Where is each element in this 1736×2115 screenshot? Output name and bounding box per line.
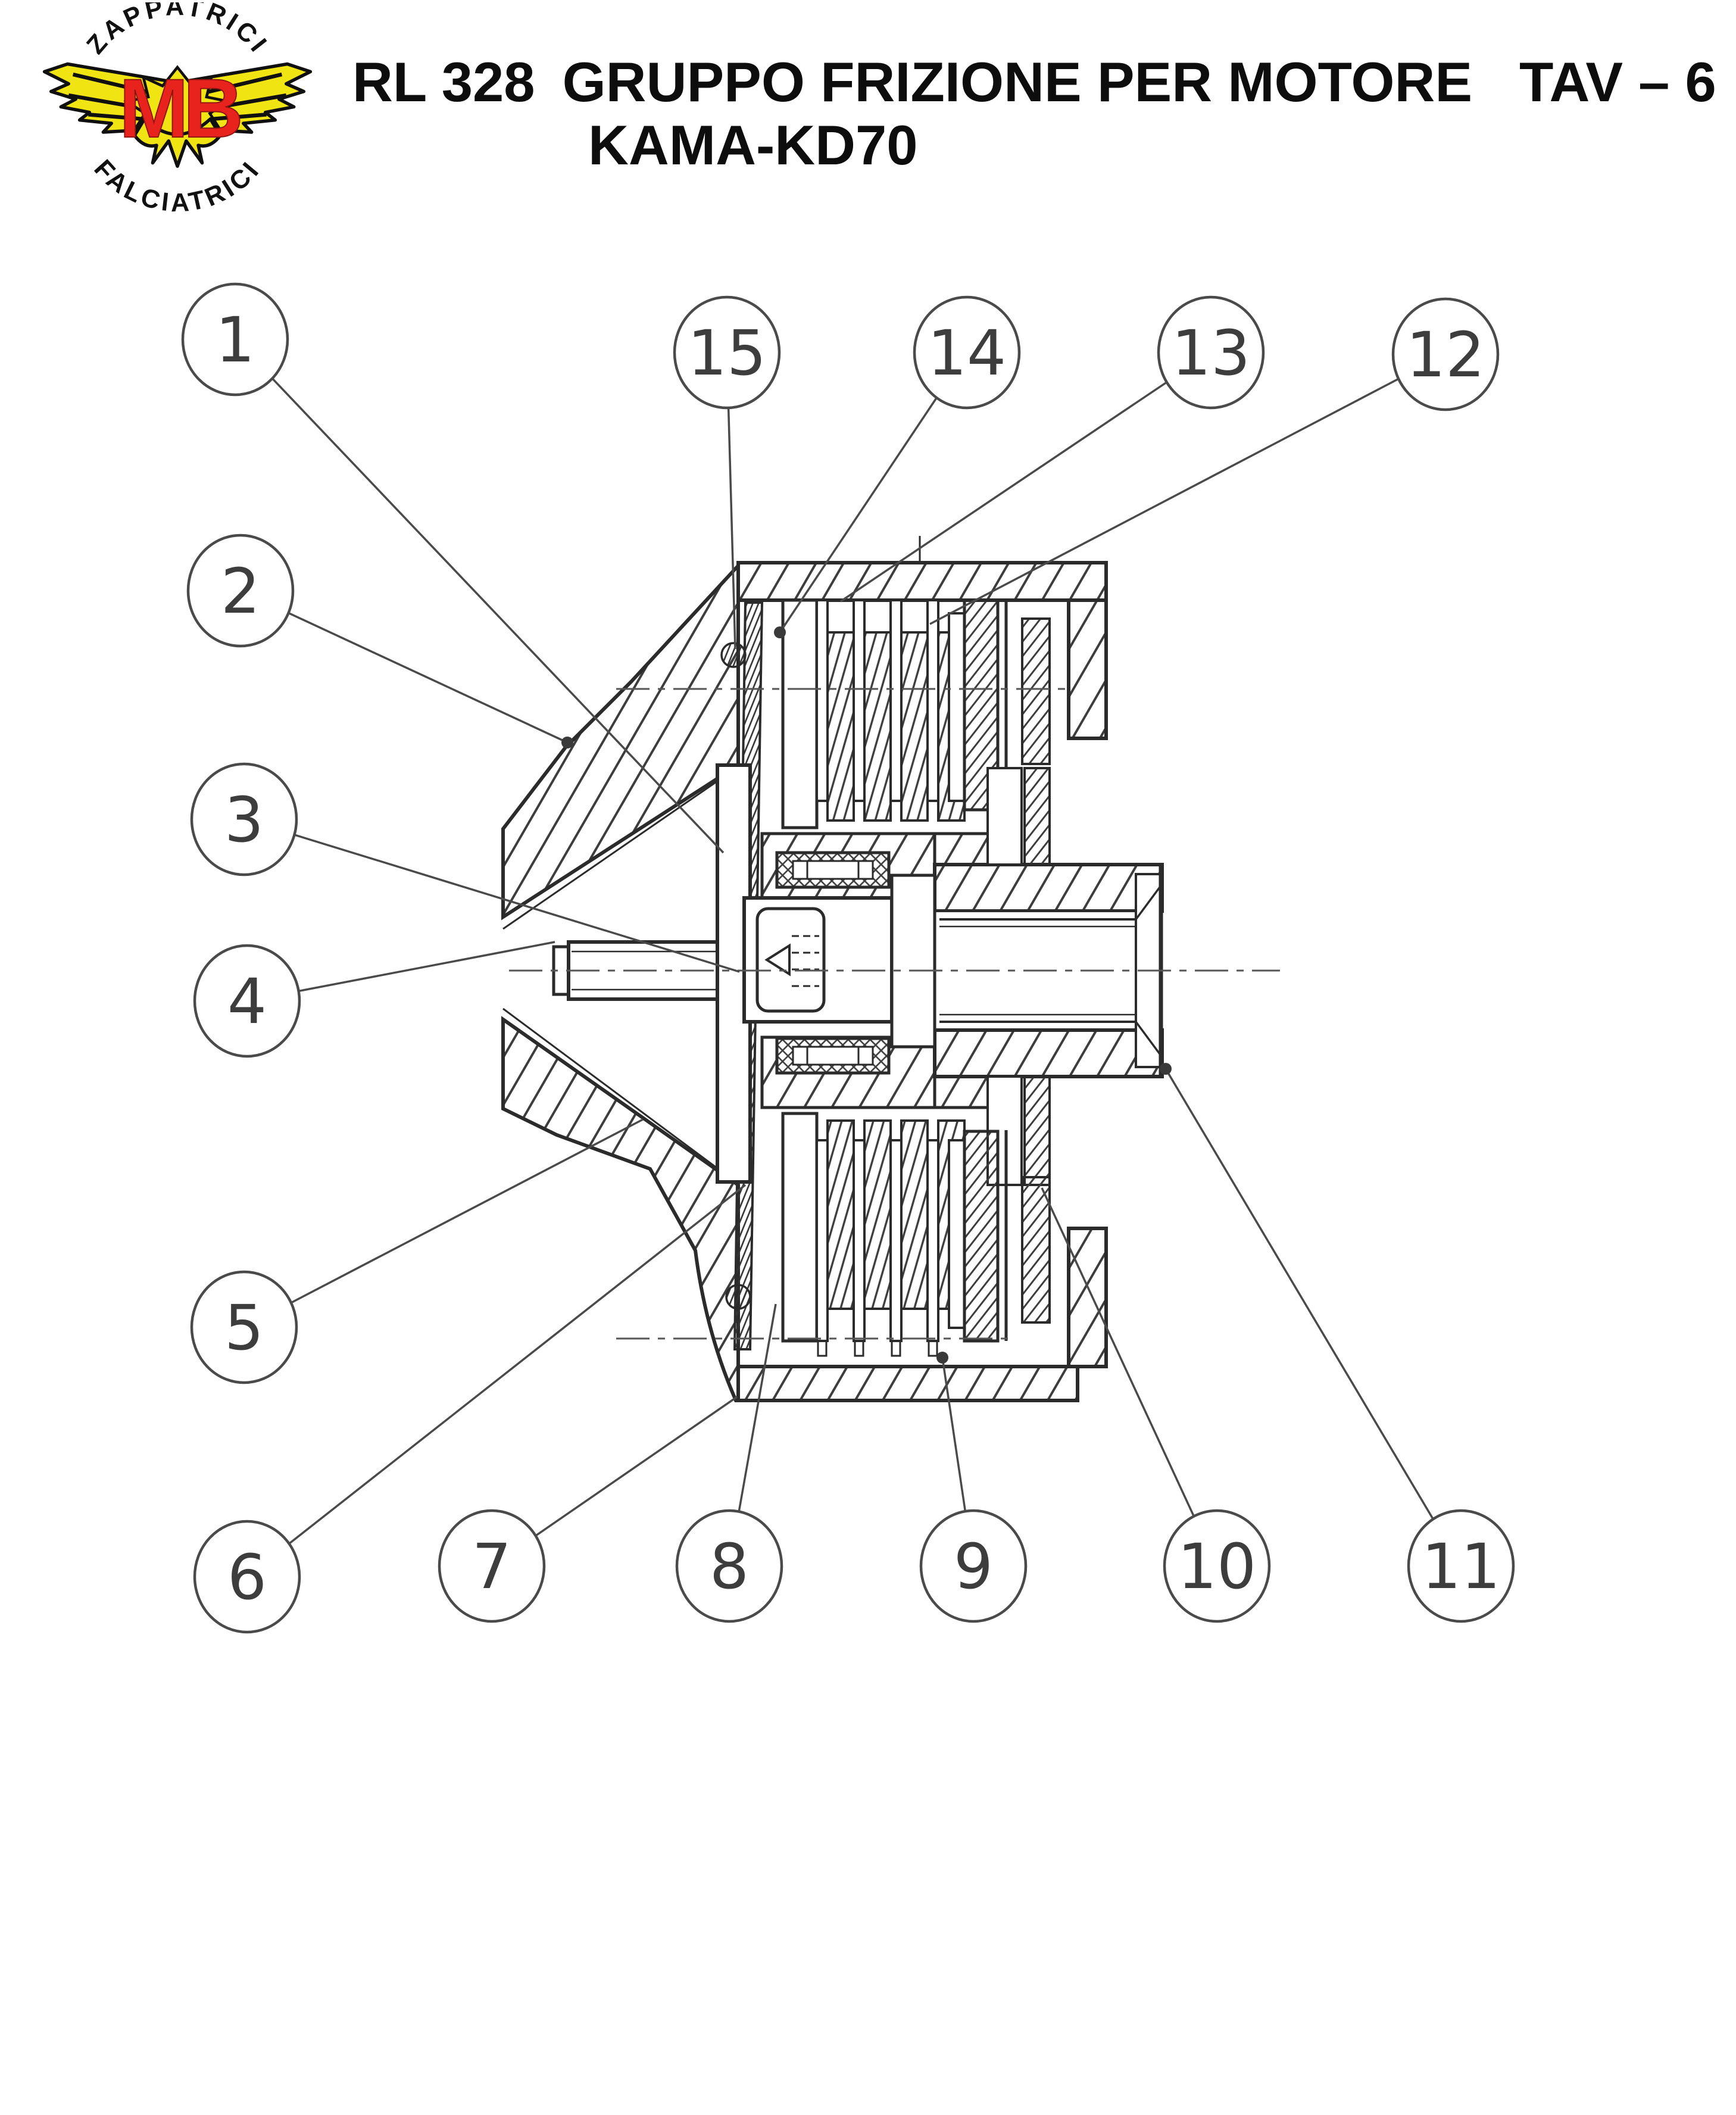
page-header: MB ZAPPATRICI FALCIATRICI RL 328 GRUPPO F… [0, 0, 1736, 250]
leader-dot [1160, 1063, 1172, 1075]
callout-2: 2 [186, 534, 573, 748]
callout-3: 3 [190, 762, 740, 973]
leader-line [1164, 1068, 1434, 1520]
centerlines [509, 688, 1280, 1340]
callout-circle [675, 1509, 783, 1623]
callout-9: 9 [919, 1352, 1028, 1623]
leader-dot [936, 1352, 948, 1364]
brand-logo-icon: MB ZAPPATRICI FALCIATRICI [35, 2, 320, 217]
callout-circle [190, 762, 298, 876]
plate-number: TAV – 6 [1519, 51, 1716, 113]
leader-line [779, 397, 938, 633]
callout-14: 14 [774, 295, 1021, 638]
leader-line [271, 378, 725, 854]
callout-number: 2 [221, 555, 260, 628]
page-subtitle: KAMA-KD70 [588, 114, 918, 176]
callout-circle [1163, 1509, 1271, 1623]
callout-number: 11 [1422, 1530, 1500, 1603]
callout-circle [1391, 297, 1500, 411]
callout-10: 10 [1041, 1187, 1271, 1623]
leader-line [1041, 1187, 1195, 1517]
callout-11: 11 [1160, 1063, 1515, 1623]
callout-circle [1407, 1509, 1515, 1623]
needle-bearing-bottom [775, 1037, 891, 1075]
callout-number: 10 [1178, 1530, 1256, 1603]
leader-line [288, 612, 568, 744]
logo-claw-icon [133, 117, 222, 168]
callout-number: 13 [1172, 317, 1250, 389]
callout-circle [913, 295, 1021, 410]
callout-circle [193, 1520, 301, 1634]
callout-circle [438, 1509, 546, 1623]
callout-circle [673, 295, 781, 410]
callout-number: 8 [710, 1530, 749, 1603]
callout-6: 6 [193, 1184, 747, 1634]
output-shaft [933, 767, 1164, 1186]
leader-line [294, 834, 740, 973]
callout-number: 6 [227, 1541, 267, 1614]
leader-line [840, 381, 1167, 603]
callout-circle [919, 1509, 1028, 1623]
callout-8: 8 [675, 1303, 783, 1623]
callout-1: 1 [181, 282, 725, 854]
callout-number: 4 [227, 965, 267, 1038]
hub-and-bolt [742, 851, 936, 1075]
callout-circle [186, 534, 295, 648]
callout-7: 7 [438, 1396, 738, 1623]
callout-number: 15 [688, 317, 766, 389]
needle-bearing-top [775, 851, 891, 889]
callout-number: 14 [928, 317, 1006, 389]
callout-4: 4 [193, 941, 555, 1058]
clutch-pack-bottom [736, 1112, 1108, 1402]
callout-number: 12 [1406, 319, 1485, 391]
leader-dot [774, 626, 786, 638]
leader-line [298, 941, 555, 993]
leader-line [535, 1396, 738, 1537]
title-line-1: RL 328 GRUPPO FRIZIONE PER MOTORE [352, 50, 1472, 114]
callout-15: 15 [673, 295, 781, 650]
leader-line [727, 407, 736, 650]
cover-band-top [736, 536, 1108, 602]
callout-13: 13 [840, 295, 1265, 603]
logo-monogram: MB [119, 61, 240, 155]
callout-5: 5 [190, 1118, 644, 1384]
callout-circle [181, 282, 289, 397]
leader-line [738, 1303, 777, 1512]
callout-12: 12 [929, 297, 1500, 625]
leader-line [288, 1184, 747, 1545]
callout-number: 5 [224, 1292, 264, 1364]
clutch-pack-top [781, 598, 1108, 829]
callout-number: 1 [216, 304, 255, 376]
leader-line [941, 1357, 967, 1512]
leader-line [929, 378, 1399, 625]
callout-number: 3 [224, 784, 264, 856]
callout-circle [1157, 295, 1265, 410]
leader-dot [561, 737, 573, 748]
clutch-section [501, 536, 1280, 1402]
callout-number: 7 [472, 1530, 511, 1603]
flywheel-housing [501, 561, 750, 1402]
model-code: RL 328 [352, 51, 535, 113]
callout-number: 9 [954, 1530, 993, 1603]
page-title: GRUPPO FRIZIONE PER MOTORE [562, 51, 1473, 113]
callout-circle [190, 1270, 298, 1384]
callout-circle [193, 944, 301, 1058]
leader-line [291, 1118, 644, 1304]
